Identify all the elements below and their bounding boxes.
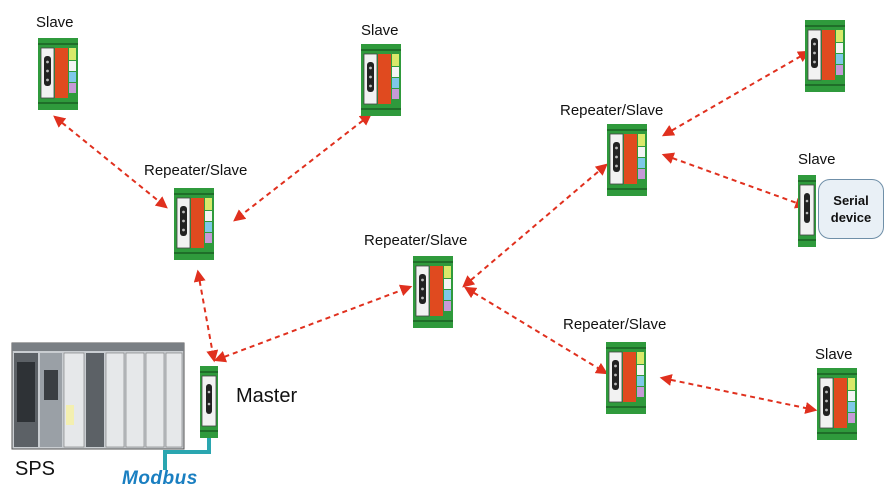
slave-module-top-right [804, 19, 846, 93]
label-slave-right-bottom: Slave [815, 346, 853, 363]
label-repeater-right-bottom: Repeater/Slave [563, 316, 667, 333]
slave-module-top-center [360, 43, 402, 117]
slave-module-right-bottom [816, 367, 858, 441]
link-slave-tl-repeater-left [53, 115, 168, 209]
link-repeater-center-repeater-rt [462, 163, 608, 288]
label-modbus: Modbus [122, 468, 198, 489]
repeater-module-center [412, 255, 454, 329]
label-slave-top-left: Slave [36, 14, 74, 31]
serial-device-box: Serial device [818, 179, 884, 239]
modbus-cable [163, 432, 211, 470]
serial-device-line1: Serial [833, 193, 869, 208]
link-repeater-rb-slave-rb [659, 374, 818, 414]
label-sps: SPS [15, 458, 56, 480]
repeater-module-left [173, 187, 215, 261]
link-slave-tc-repeater-left [233, 113, 372, 222]
link-repeater-center-repeater-rb [463, 286, 609, 375]
link-lines [53, 50, 818, 414]
label-repeater-left: Repeater/Slave [144, 162, 248, 179]
label-repeater-right-top: Repeater/Slave [560, 102, 664, 119]
link-repeater-rt-serial [661, 152, 808, 209]
link-repeater-left-master [193, 269, 219, 363]
serial-gateway-module [797, 174, 817, 248]
serial-device-line2: device [830, 210, 872, 225]
label-master: Master [236, 385, 298, 407]
sps-plc-rack-icon [11, 342, 185, 450]
link-master-repeater-center [213, 284, 413, 363]
label-repeater-center: Repeater/Slave [364, 232, 468, 249]
repeater-module-right-bottom [605, 341, 647, 415]
label-slave-right-middle: Slave [798, 151, 836, 168]
label-slave-top-center: Slave [361, 22, 399, 39]
repeater-module-right-top [606, 123, 648, 197]
slave-module-top-left [37, 37, 79, 111]
link-repeater-rt-slave-top-right [661, 50, 811, 137]
master-module [199, 365, 219, 439]
